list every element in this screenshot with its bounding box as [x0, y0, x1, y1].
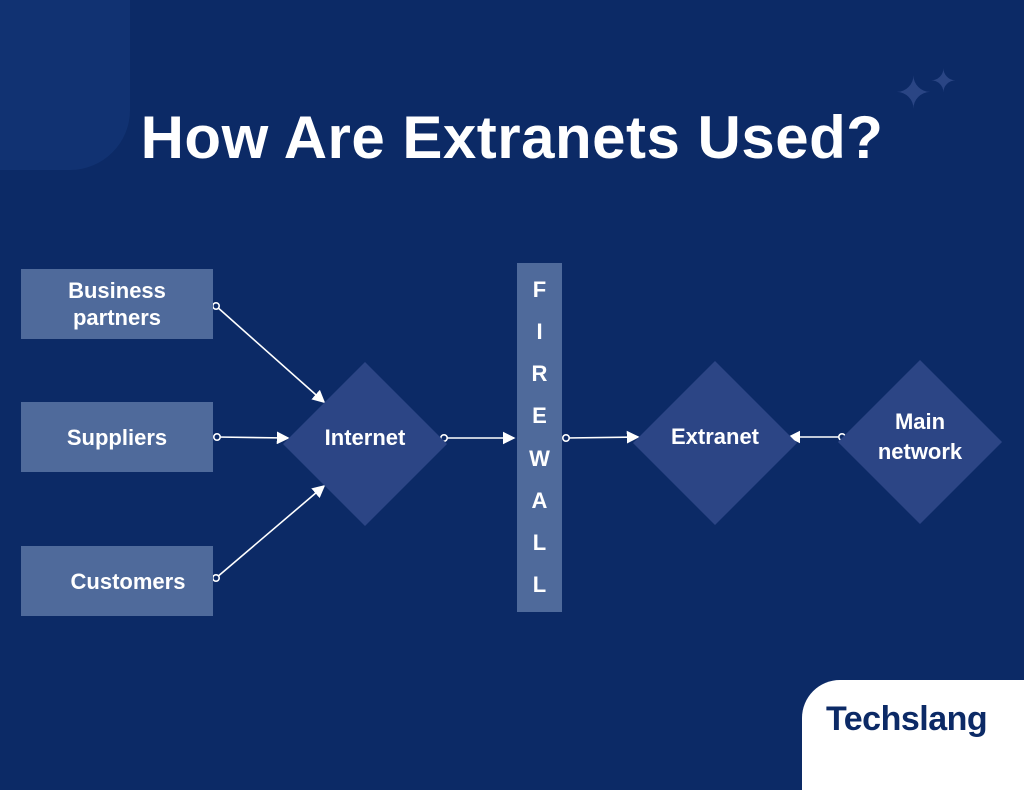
- node-customers: Customers: [21, 546, 213, 616]
- connector-dot: [212, 301, 221, 310]
- firewall-letter: I: [536, 319, 543, 345]
- arrow-firewall-to-extranet: [565, 430, 640, 444]
- firewall-letter: L: [532, 571, 547, 597]
- node-business-partners: Business partners: [21, 269, 213, 339]
- diagram-connectors: [212, 301, 846, 582]
- techslang-logo: Techslang: [826, 700, 988, 739]
- firewall-letter: F: [532, 277, 547, 303]
- firewall-letter: A: [531, 487, 548, 513]
- background-shape: [0, 0, 130, 170]
- sparkle-icon: ✦: [895, 69, 932, 118]
- node-suppliers-label: Suppliers: [66, 424, 168, 450]
- firewall-letter: R: [531, 361, 548, 387]
- node-internet-label: Internet: [324, 425, 406, 450]
- firewall-letter: L: [532, 529, 547, 555]
- arrow-business-to-internet: [215, 305, 326, 404]
- connector-dot: [561, 433, 570, 442]
- connector-dot: [212, 573, 221, 582]
- node-main-network-label: Main network: [877, 409, 963, 464]
- node-suppliers: Suppliers: [21, 402, 213, 472]
- arrow-customers-to-internet: [215, 484, 326, 579]
- firewall-letter: W: [529, 445, 550, 471]
- techslang-logo-text: Techslang: [826, 700, 988, 738]
- node-business-partners-label: Business partners: [68, 278, 166, 330]
- firewall-bar: F I R E W A L L: [517, 263, 562, 612]
- node-extranet-label: Extranet: [670, 424, 760, 449]
- page-title: How Are Extranets Used?: [140, 104, 884, 171]
- arrow-suppliers-to-internet: [216, 431, 290, 445]
- firewall-letter: E: [532, 403, 547, 429]
- connector-dot: [213, 432, 222, 441]
- sparkle-icon-small: ✦: [930, 63, 957, 99]
- node-customers-label: Customers: [70, 568, 186, 594]
